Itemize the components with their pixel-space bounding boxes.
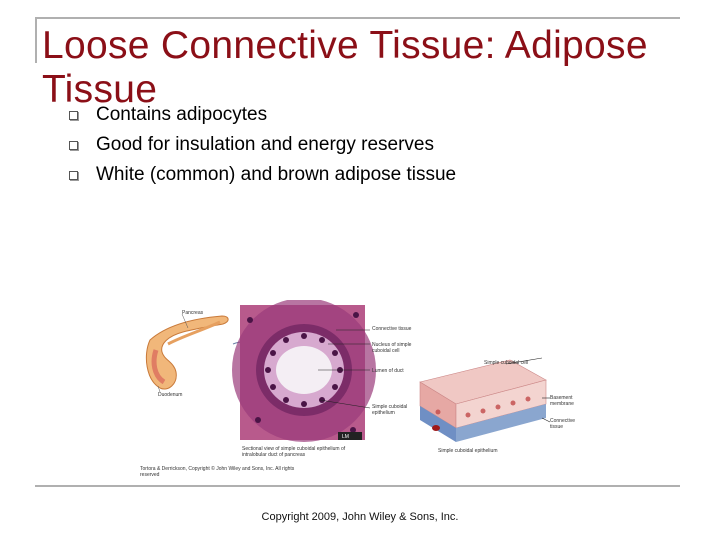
bullet-list: Contains adipocytes Good for insulation … (68, 103, 456, 193)
label-simple-cuboidal-epithelium: Simple cuboidal epithelium (372, 404, 408, 416)
checkbox-bullet-icon (69, 141, 78, 150)
label-pancreas: Pancreas (182, 310, 204, 316)
bullet-text: Contains adipocytes (96, 104, 268, 125)
section-caption: Sectional view of simple cuboidal epithe… (242, 446, 346, 458)
label-lumen: Lumen of duct (372, 368, 404, 374)
checkbox-bullet-icon (69, 111, 78, 120)
label-duodenum: Duodenum (158, 392, 183, 398)
bullet-item: Contains adipocytes (68, 103, 456, 133)
slide-frame-top (35, 17, 680, 19)
tissue-illustration (145, 298, 551, 442)
label-simple-cuboidal-cell: Simple cuboidal cell (484, 360, 529, 366)
micrograph (232, 298, 376, 442)
label-nucleus: Nucleus of simple cuboidal cell (372, 342, 412, 354)
checkbox-bullet-icon (69, 171, 78, 180)
label-lm: LM (342, 434, 349, 440)
slide-frame-bottom (35, 485, 680, 487)
bullet-text: Good for insulation and energy reserves (96, 134, 434, 155)
bullet-text: White (common) and brown adipose tissue (96, 164, 457, 185)
slide-frame-left (35, 17, 37, 63)
epithelium-block (419, 357, 551, 442)
label-basement-membrane: Basement membrane (550, 395, 574, 407)
copyright-footer: Copyright 2009, John Wiley & Sons, Inc. (261, 511, 459, 523)
tissue-figure: Pancreas Duodenum Connective tissue Nucl… (138, 298, 578, 485)
figure-credit: Tortora & Derrickson, Copyright © John W… (140, 466, 295, 478)
label-connective-tissue-right: Connective tissue (550, 418, 576, 430)
simple-cuboidal-caption: Simple cuboidal epithelium (438, 448, 498, 454)
slide-title: Loose Connective Tissue: Adipose Tissue (42, 24, 648, 111)
bullet-item: Good for insulation and energy reserves (68, 133, 456, 163)
bullet-item: White (common) and brown adipose tissue (68, 163, 456, 193)
label-connective-tissue: Connective tissue (372, 326, 412, 332)
